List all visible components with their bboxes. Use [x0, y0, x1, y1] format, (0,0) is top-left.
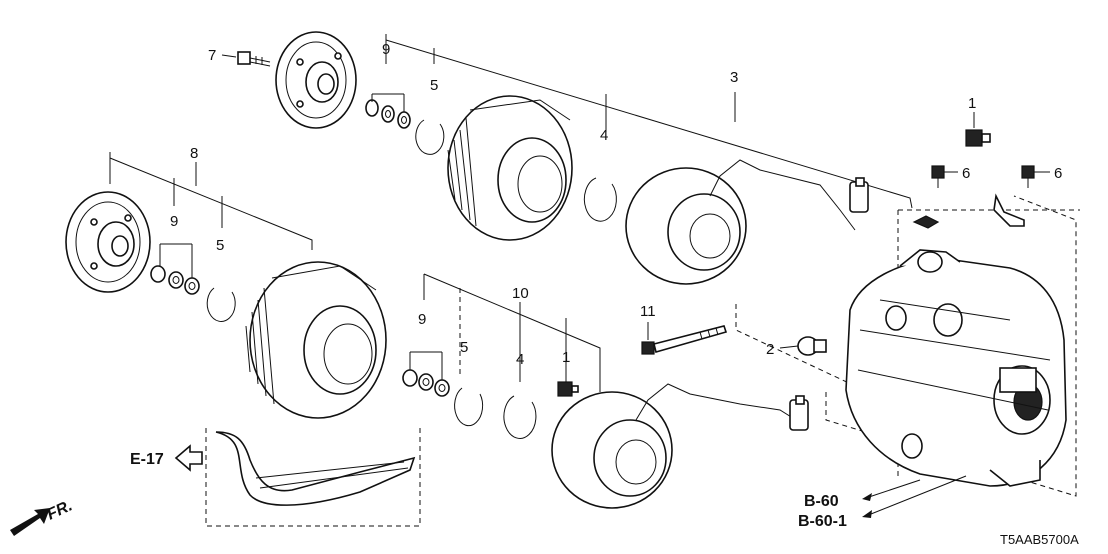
pulley-top: [447, 95, 573, 241]
callout-6-left: 6: [962, 165, 970, 182]
e17-arrow-icon: [174, 444, 203, 472]
bolt-part-6-a: [931, 165, 945, 188]
callout-10: 10: [512, 285, 529, 302]
callout-4-middle: 4: [516, 351, 524, 368]
callout-1-top: 1: [968, 95, 976, 112]
long-bolt-part-11: [641, 325, 728, 355]
bolt-part-6-b: [1021, 165, 1035, 188]
snap-ring-top-5: [415, 119, 445, 155]
valve-part-2: [797, 336, 827, 356]
callout-8: 8: [190, 145, 198, 162]
callout-6-right: 6: [1054, 165, 1062, 182]
ac-compressor: [845, 249, 1067, 487]
ref-b60-1: B-60-1: [798, 513, 847, 530]
callout-5-top: 5: [430, 77, 438, 94]
belt-frame: [205, 428, 421, 527]
field-coil-bottom: [551, 383, 809, 509]
pulley-left: [245, 261, 387, 419]
shims-top: [365, 99, 411, 129]
shims-left: [150, 265, 200, 295]
group-bracket-10: [423, 273, 601, 392]
connector-part-1-middle: [557, 381, 579, 397]
snap-ring-middle-4: [503, 395, 537, 439]
bolt-part-7: [237, 51, 271, 67]
clutch-plate-left: [65, 191, 151, 293]
drive-belt: [215, 431, 416, 506]
front-arrow-icon: [10, 508, 50, 536]
callout-9-left: 9: [170, 213, 178, 230]
field-coil-top: [625, 159, 869, 285]
callout-11: 11: [640, 303, 656, 320]
callout-leaders: [159, 54, 1050, 380]
callout-1-middle: 1: [562, 349, 570, 366]
ref-b60: B-60: [804, 493, 839, 510]
callout-4-top: 4: [600, 127, 608, 144]
callout-7: 7: [208, 47, 216, 64]
callout-2: 2: [766, 341, 774, 358]
group-bracket-8: [109, 152, 313, 250]
diagram-code: T5AAB5700A: [1000, 532, 1079, 547]
snap-ring-left-5: [206, 287, 236, 322]
group-bracket-3: [385, 34, 913, 209]
callout-5-middle: 5: [460, 339, 468, 356]
connector-part-1-top: [965, 129, 991, 147]
ref-arrows: [862, 475, 967, 518]
callout-9-middle: 9: [418, 311, 426, 328]
callout-3: 3: [730, 69, 738, 86]
bracket-top-right: [912, 193, 1025, 229]
ref-e17: E-17: [130, 451, 164, 468]
snap-ring-middle-5: [454, 387, 484, 427]
snap-ring-top-4: [583, 177, 617, 222]
front-label: FR.: [45, 497, 76, 523]
callout-9-top: 9: [382, 41, 390, 58]
shims-middle: [402, 369, 450, 397]
clutch-plate-top: [275, 31, 357, 129]
callout-5-left: 5: [216, 237, 224, 254]
